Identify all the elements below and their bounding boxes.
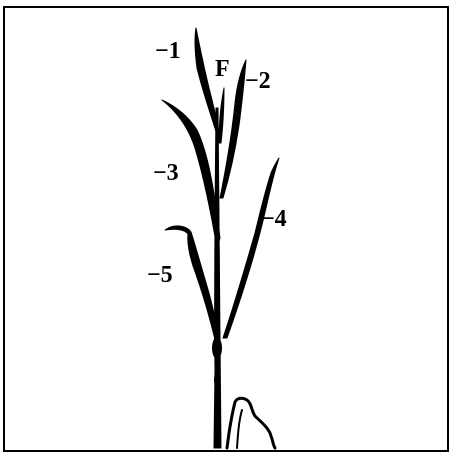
label-leaf-4: −4 (261, 206, 287, 232)
tiller-outline (227, 398, 275, 448)
label-leaf-1: −1 (155, 38, 181, 64)
label-leaf-3: −3 (153, 160, 179, 186)
leaf-1 (195, 28, 220, 138)
stem-node-lower (214, 373, 220, 387)
label-leaf-5: −5 (147, 262, 173, 288)
stem (214, 108, 221, 448)
tiller-inner (237, 410, 242, 448)
label-flag-leaf: F (215, 56, 230, 82)
leaf-5 (165, 226, 220, 348)
plant-diagram: −1 F −2 −3 −4 −5 (5, 8, 449, 452)
label-leaf-2: −2 (245, 68, 271, 94)
figure-frame: −1 F −2 −3 −4 −5 (3, 6, 449, 452)
leaf-4 (223, 158, 279, 338)
